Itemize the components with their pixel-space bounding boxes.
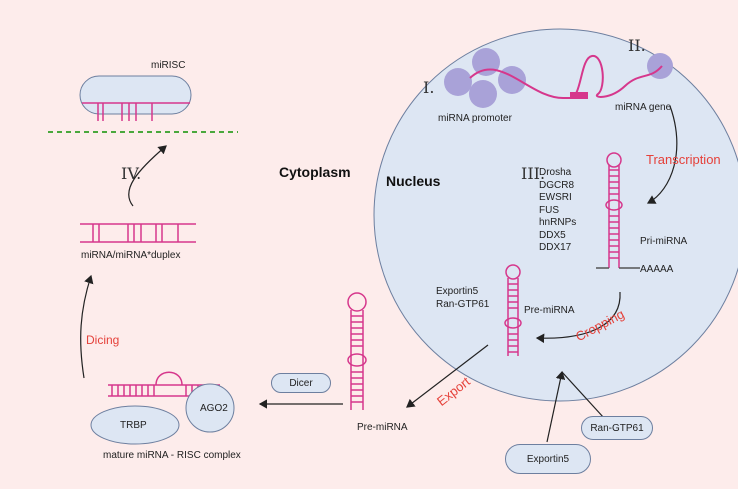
processing-proteins-list: Drosha DGCR8 EWSRI FUS hnRNPs DDX5 DDX17 [539,167,576,255]
dicing-label: Dicing [86,333,120,347]
pre-mirna-cytoplasm-hairpin [347,292,367,410]
trbp-label: TRBP [120,420,147,431]
ran-gtp61-nucleus-label: Ran-GTP61 [436,298,490,310]
nucleus-label: Nucleus [386,173,441,189]
step-i-label: I. [423,78,435,97]
protein-fus: FUS [539,204,559,216]
mirisc-rna [82,102,190,121]
dicer-box: Dicer [271,373,331,393]
pri-mirna-label: Pri-miRNA [640,236,688,247]
risc-complex-label: mature miRNA - RISC complex [103,450,241,461]
mirna-promoter-label: miRNA promoter [438,113,512,124]
protein-ddx5: DDX5 [539,229,566,241]
aaaaa-label: AAAAA [640,264,674,275]
pre-mirna-cytoplasm-label: Pre-miRNA [357,422,408,433]
nucleus-circle [373,28,738,402]
protein-drosha: Drosha [539,167,572,178]
gene-block [570,92,588,99]
protein-ddx17: DDX17 [539,242,572,253]
cytoplasm-label: Cytoplasm [279,164,351,180]
mirna-gene-strand [469,55,663,100]
mirisc-label: miRISC [151,60,186,71]
exportin5-nucleus-label: Exportin5 [436,286,479,297]
promoter-circles [444,48,673,108]
step-iii-label: III. [521,164,546,183]
trbp-shape [90,405,180,445]
transcription-label: Transcription [646,152,721,167]
step-iv-label: IV. [121,164,142,183]
protein-ewsri: EWSRI [539,192,572,203]
exportin-nucleus-labels: Exportin5 Ran-GTP61 [436,286,489,311]
protein-dgcr8: DGCR8 [539,179,575,191]
ago2-shape [185,383,235,433]
ago2-label: AGO2 [200,403,228,414]
pre-mirna-nucleus-hairpin [504,264,522,356]
step-ii-label: II. [628,36,646,55]
arrows [80,105,678,443]
ran-gtp61-box: Ran-GTP61 [581,416,653,440]
exportin5-box: Exportin5 [505,444,591,474]
duplex-label: miRNA/miRNA*duplex [81,250,181,261]
pri-mirna-hairpin [605,152,623,268]
pre-mirna-nucleus-label: Pre-miRNA [524,305,575,316]
duplex-rna [80,223,196,243]
protein-hnrnps: hnRNPs [539,217,577,228]
mirna-gene-label: miRNA gene [615,102,672,113]
